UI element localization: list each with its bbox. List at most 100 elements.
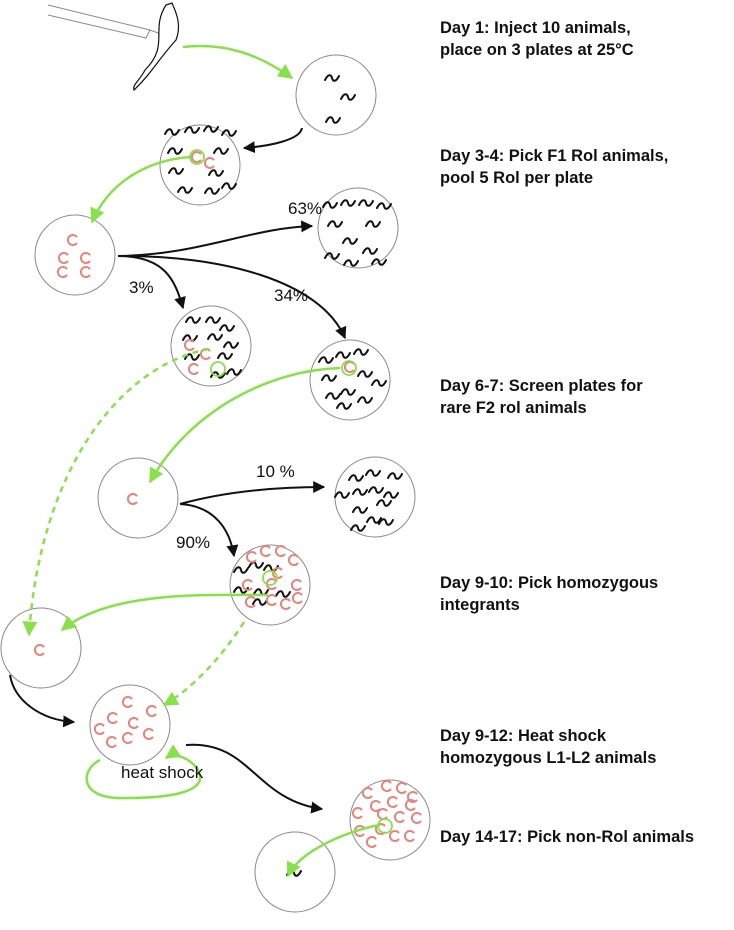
percentage-label-63: 63% [288,199,322,218]
rol-worm-icon [143,728,154,740]
arrow-dashed-to-homozygous [22,347,210,637]
worm-icon [366,516,382,524]
rol-worm-icon [122,696,133,708]
rol-worm-icon [292,592,303,604]
worm-icon [387,472,403,480]
worm-icon [219,324,235,332]
rol-worm-icon [80,252,91,264]
step-day-1-line2: place on 3 plates at 25°C [440,41,634,59]
arrow-pick-non-rol [286,823,381,878]
worm-icon [365,220,381,228]
worm-icon [383,491,399,499]
step-day-9-12-line1: Day 9-12: Heat shock [440,727,606,745]
worm-icon [321,374,337,382]
step-day-9-10: Day 9-10: Pick homozygous integrants [440,572,658,616]
step-day-9-12-line2: homozygous L1-L2 animals [440,749,657,767]
pick-marker-icon [341,360,357,376]
rol-worm-icon [34,644,45,656]
arrow-heat-shock-to-rol [185,743,324,814]
rol-worm-icon [122,732,133,744]
rol-worm-icon [291,579,302,591]
plate-outline [159,124,241,206]
worm-icon [340,199,356,207]
worm-icon [253,588,269,596]
plate-10-percent-wildtype [334,456,416,538]
worm-icon [322,201,338,209]
plate-63-percent-wildtype [317,187,399,269]
plate-homozygous-integrant [0,607,82,689]
worm-icon [357,396,373,404]
worm-icon [324,74,340,82]
worm-icon [357,370,373,378]
rol-worm-icon [80,266,91,278]
arrow-pick-f2-rol [148,366,341,484]
rol-worm-icon [127,493,138,505]
step-day-3-4-line2: pool 5 Rol per plate [440,169,594,187]
worm-icon [376,202,392,210]
worm-icon [207,333,223,341]
worm-icon [358,199,374,207]
worm-icon [205,316,221,324]
worm-icon [362,247,378,255]
worm-icon [168,167,184,175]
rol-worm-icon [245,596,256,608]
rol-worm-icon [396,782,407,794]
plate-f2-rol-single [97,457,179,539]
worm-icon [233,586,249,594]
percentage-label-3: 3% [129,278,154,297]
worm-icon [221,182,237,190]
worm-icon [353,348,369,356]
worm-icon [340,93,356,101]
step-day-9-10-line1: Day 9-10: Pick homozygous [440,574,659,592]
rol-worm-icon [107,712,118,724]
plate-outline [97,457,179,539]
step-day-14-17: Day 14-17: Pick non-Rol animals [440,826,694,848]
heat-shock-label: heat shock [121,763,204,782]
worm-icon [221,129,237,137]
arrow-homozygous-to-heat-shock [9,674,76,728]
rol-worm-icon [272,567,283,579]
worm-icon [352,488,368,496]
worm-icon [335,351,351,359]
rol-worm-icon [184,339,195,351]
worm-icon [352,506,368,514]
worm-icon [248,561,264,569]
worm-icon [208,169,224,177]
worm-icon [336,402,352,410]
rol-worm-icon [246,551,257,563]
plate-homozygous-rol [349,779,431,861]
injection-needle-icon [47,4,167,39]
worm-icon [368,486,384,494]
rol-worm-icon [106,736,117,748]
arrow-pick-integrants [60,593,269,631]
arrow-pick-f1-rol [90,155,191,224]
step-day-6-7: Day 6-7: Screen plates for rare F2 rol a… [440,375,643,419]
worm-icon [185,316,201,324]
step-day-14-17-line1: Day 14-17: Pick non-Rol animals [440,828,695,846]
percentage-label-10: 10 % [256,462,295,481]
worm-icon [334,491,350,499]
rol-worm-icon [266,594,277,606]
rol-worm-icon [57,266,68,278]
arrow-pool-to-34 [117,254,347,340]
rol-worm-icon [381,780,392,792]
worm-icon [203,125,219,133]
worm-icon [164,128,180,136]
rol-worm-icon [387,796,398,808]
arrow-single-to-10 [179,481,326,505]
plate-outline [295,54,377,136]
worm-icon [184,126,200,134]
worm-icon [342,237,358,245]
arrow-plate-to-f1 [242,127,303,154]
worm-icon [318,356,334,364]
step-day-6-7-line1: Day 6-7: Screen plates for [440,377,643,395]
step-day-1-line1: Day 1: Inject 10 animals, [440,19,631,37]
worm-icon [325,116,341,124]
arrow-heat-shock-loop [85,744,202,800]
rol-worm-icon [146,705,157,717]
step-day-3-4-line1: Day 3-4: Pick F1 Rol animals, [440,147,669,165]
plate-injected-p0 [295,54,377,136]
plate-f1-rol-pooled [34,214,116,296]
worm-icon [213,147,229,155]
